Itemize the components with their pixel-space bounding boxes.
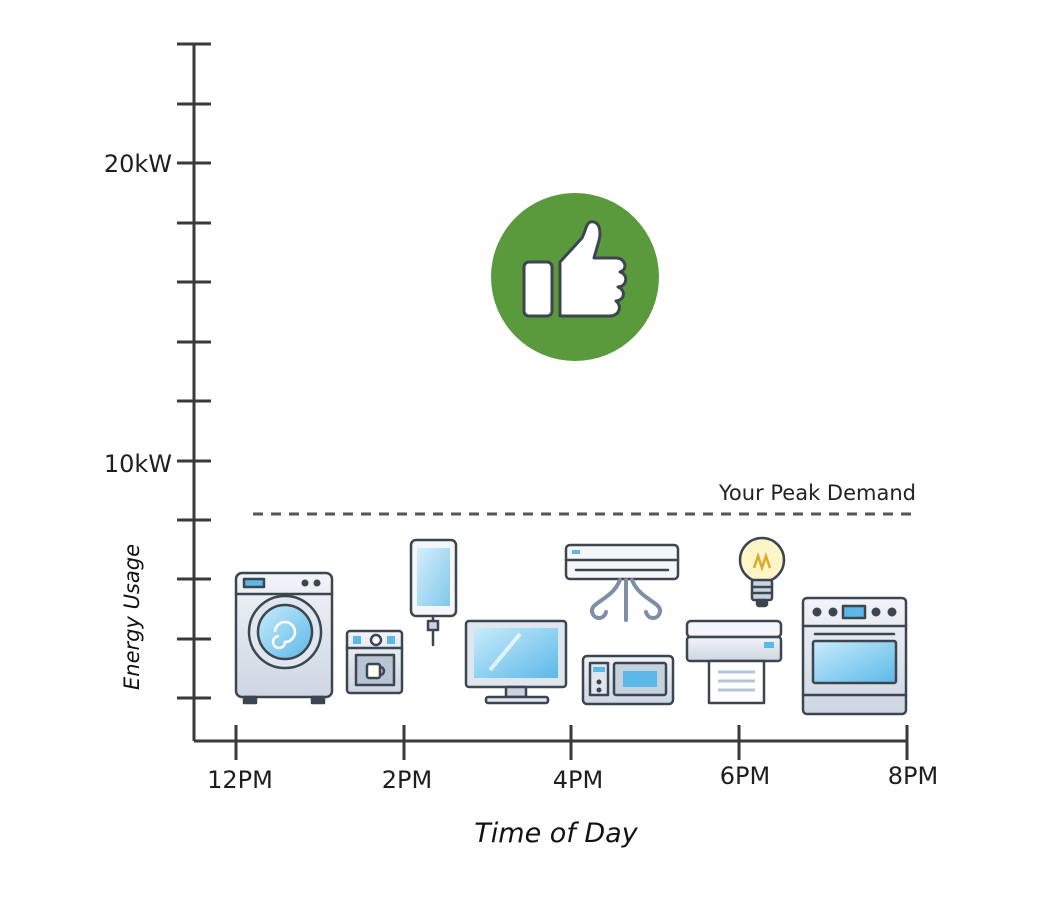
x-label-12pm: 12PM	[207, 766, 273, 794]
y-axis-title: Energy Usage	[120, 544, 144, 690]
thumbs-up-icon	[522, 220, 628, 318]
smartphone-charger-icon	[409, 538, 458, 647]
air-conditioner-icon	[564, 543, 680, 622]
washing-machine-icon	[234, 571, 334, 705]
x-axis-title: Time of Day	[474, 818, 638, 849]
x-axis	[194, 725, 909, 760]
computer-monitor-icon	[464, 619, 568, 705]
coffee-maker-icon	[345, 629, 404, 695]
x-label-8pm: 8PM	[888, 762, 938, 790]
y-axis-ticks	[177, 42, 211, 700]
microwave-icon	[581, 654, 675, 706]
light-bulb-icon	[738, 536, 786, 608]
x-label-4pm: 4PM	[553, 766, 603, 794]
y-axis	[177, 42, 211, 741]
printer-icon	[685, 619, 783, 705]
x-label-2pm: 2PM	[382, 766, 432, 794]
peak-demand-label: Your Peak Demand	[718, 481, 916, 505]
airflow-icon	[590, 578, 662, 622]
y-label-10kw: 10kW	[104, 450, 172, 478]
x-axis-ticks	[234, 725, 909, 760]
thumbs-up-badge	[491, 193, 659, 361]
x-label-6pm: 6PM	[720, 762, 770, 790]
oven-range-icon	[801, 596, 908, 716]
y-label-20kw: 20kW	[104, 150, 172, 178]
